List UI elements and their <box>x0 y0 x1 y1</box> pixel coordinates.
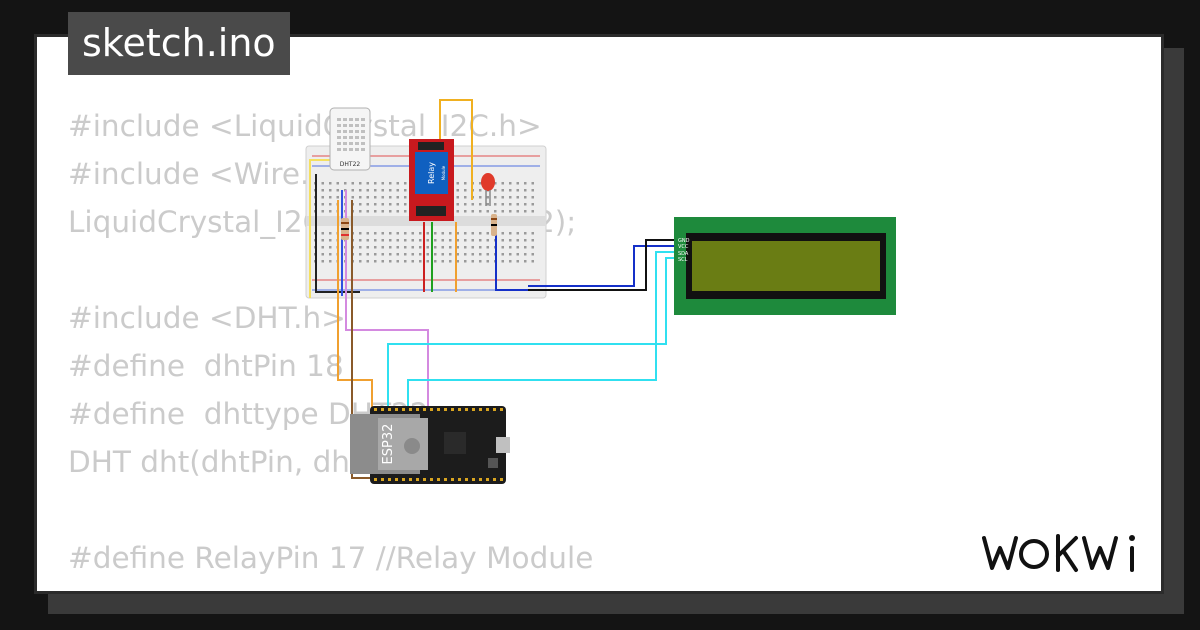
wires <box>309 99 676 479</box>
dht22-sensor: DHT22 <box>329 107 371 171</box>
code-line: #include <LiquidCrystal_I2C.h> <box>68 109 542 143</box>
lcd-pin-vcc: VCC <box>678 244 689 250</box>
sketch-filename: sketch.ino <box>68 12 290 75</box>
code-line: #define dhtPin 18 <box>68 349 344 383</box>
relay-label: Relay <box>427 162 436 184</box>
lcd-pin-gnd: GND <box>678 238 690 244</box>
preview-card <box>34 34 1164 594</box>
relay-module: Relay Module <box>409 139 454 221</box>
resistor <box>341 218 349 240</box>
esp-label: ESP32 <box>381 424 396 465</box>
lcd-pin-scl: SCL <box>678 257 688 263</box>
led-red <box>481 173 497 236</box>
code-line: #define RelayPin 17 //Relay Module <box>68 541 594 575</box>
lcd-display: GND VCC SDA SCL <box>674 217 896 315</box>
wokwi-logo <box>982 534 1135 572</box>
lcd-pin-sda: SDA <box>678 251 689 257</box>
relay-sublabel: Module <box>441 165 446 180</box>
esp32-board: ESP32 <box>350 406 510 484</box>
code-line: #include <DHT.h> <box>68 301 346 335</box>
dht-label: DHT22 <box>340 161 361 168</box>
